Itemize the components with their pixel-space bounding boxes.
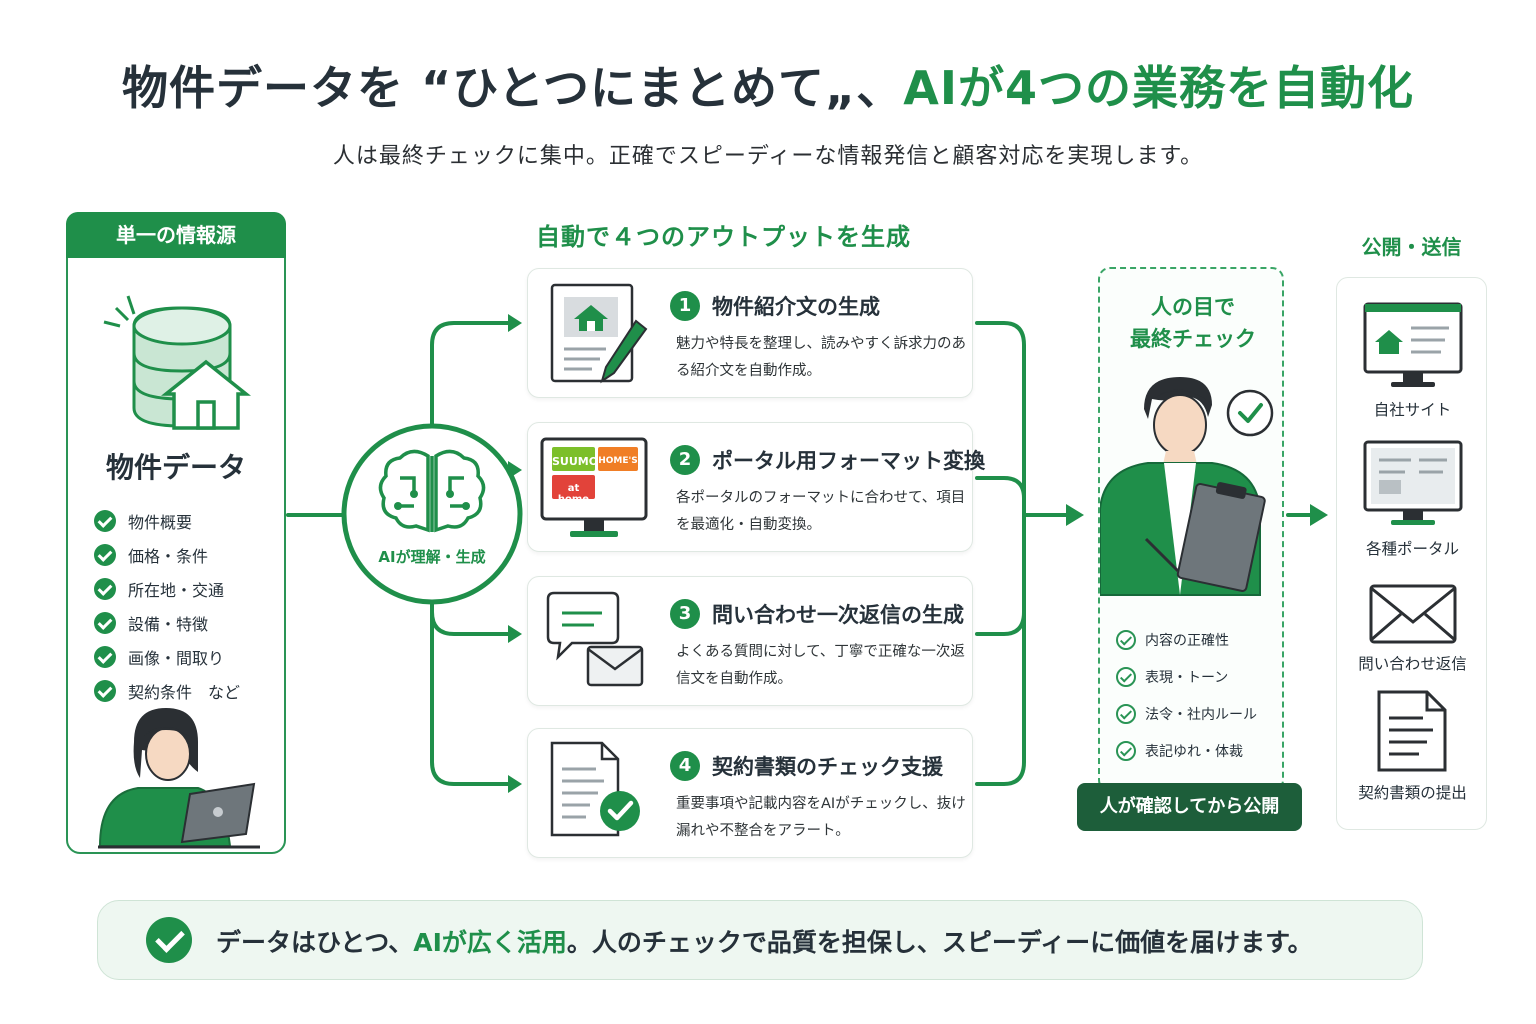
summary-part3: 。人のチェックで品質を担保し、スピーディーに価値を届けます。 <box>566 928 1313 957</box>
card-description: 各ポータルのフォーマットに合わせて、項目を最適化・自動変換。 <box>676 490 966 533</box>
card-title: 契約書類のチェック支援 <box>712 755 943 779</box>
summary-text: データはひとつ、AIが広く活用。人のチェックで品質を担保し、スピーディーに価値を… <box>216 923 1313 959</box>
chat-mail-icon <box>546 591 644 687</box>
athome-logo: at home <box>557 483 590 505</box>
check-point-list: 内容の正確性 表現・トーン 法令・社内ルール 表記ゆれ・体裁 <box>1116 621 1257 769</box>
list-item: 物件概要 <box>94 504 240 538</box>
website-monitor-icon <box>1363 302 1463 387</box>
outputs-heading: 自動で４つのアウトプットを生成 <box>536 223 911 251</box>
step-number: 2 <box>670 445 700 475</box>
confirm-publish-badge: 人が確認してから公開 <box>1077 783 1302 831</box>
card-title: ポータル用フォーマット変換 <box>712 449 985 473</box>
step-number: 3 <box>670 599 700 629</box>
list-item: 表記ゆれ・体裁 <box>1116 732 1257 769</box>
source-title: 物件データ <box>105 451 246 484</box>
human-check-title: 人の目で最終チェック <box>1100 291 1286 355</box>
page-title: 物件データを “ひとつにまとめて„、AIが4つの業務を自動化 <box>0 52 1536 118</box>
item-label: 内容の正確性 <box>1145 632 1229 649</box>
list-item: 契約条件 など <box>94 674 240 708</box>
item-label: 契約条件 など <box>128 683 241 702</box>
output-card-4: 4 契約書類のチェック支援 重要事項や記載内容をAIがチェックし、抜け漏れや不整… <box>527 728 973 858</box>
list-item: 所在地・交通 <box>94 572 240 606</box>
source-heading: 単一の情報源 <box>66 212 286 258</box>
item-label: 設備・特徴 <box>128 615 209 634</box>
check-icon <box>94 612 116 634</box>
source-item-list: 物件概要 価格・条件 所在地・交通 設備・特徴 画像・間取り 契約条件 など <box>94 504 240 708</box>
suumo-logo: SUUMO <box>552 455 599 468</box>
publish-item-label: 自社サイト <box>1373 401 1452 419</box>
list-item: 画像・間取り <box>94 640 240 674</box>
ai-label: AIが理解・生成 <box>378 548 486 566</box>
step-number: 4 <box>670 751 700 781</box>
item-label: 所在地・交通 <box>128 581 225 600</box>
card-description: 魅力や特長を整理し、読みやすく訴求力のある紹介文を自動作成。 <box>676 336 966 379</box>
list-item: 法令・社内ルール <box>1116 695 1257 732</box>
publish-item-label: 契約書類の提出 <box>1358 784 1467 802</box>
card-description: 重要事項や記載内容をAIがチェックし、抜け漏れや不整合をアラート。 <box>676 796 966 839</box>
man-clipboard-illustration <box>1100 377 1274 596</box>
step-number: 1 <box>670 291 700 321</box>
summary-highlight: AIが広く活用 <box>413 928 567 957</box>
source-panel: 単一の情報源 物件データ 物件概要 価格・条件 所在地・交通 設備・特徴 画像・… <box>66 212 286 854</box>
output-card-2: SUUMO HOME'S at home 2 ポータル用フォーマット変換 各ポー… <box>527 422 985 552</box>
card-title: 物件紹介文の生成 <box>712 295 880 319</box>
item-label: 物件概要 <box>128 513 193 532</box>
output-card-3: 3 問い合わせ一次返信の生成 よくある質問に対して、丁寧で正確な一次返信文を自動… <box>527 576 973 706</box>
item-label: 表記ゆれ・体裁 <box>1145 743 1243 760</box>
check-icon <box>94 578 116 600</box>
page-subtitle: 人は最終チェックに集中。正確でスピーディーな情報発信と顧客対応を実現します。 <box>332 144 1204 169</box>
item-label: 画像・間取り <box>128 649 225 668</box>
output-card-1: 1 物件紹介文の生成 魅力や特長を整理し、読みやすく訴求力のある紹介文を自動作成… <box>527 268 973 398</box>
check-circle-icon <box>1116 703 1136 724</box>
document-check-icon <box>550 741 640 837</box>
publish-item-label: 各種ポータル <box>1365 540 1459 558</box>
check-icon <box>94 510 116 532</box>
card-description: よくある質問に対して、丁寧で正確な一次返信文を自動作成。 <box>676 644 965 687</box>
check-circle-icon <box>1116 740 1136 761</box>
contract-document-icon <box>1377 690 1447 772</box>
list-item: 内容の正確性 <box>1116 621 1257 658</box>
check-icon <box>146 917 192 963</box>
human-check-title-line-2: 最終チェック <box>1130 327 1256 351</box>
envelope-icon <box>1369 584 1457 644</box>
portal-monitor-icon <box>540 437 648 537</box>
database-house-icon <box>103 295 251 430</box>
publish-item-label: 問い合わせ返信 <box>1358 655 1467 673</box>
list-item: 表現・トーン <box>1116 658 1257 695</box>
list-item: 価格・条件 <box>94 538 240 572</box>
human-check-title-line-1: 人の目で <box>1151 295 1235 319</box>
check-icon <box>94 646 116 668</box>
human-check-panel: 人の目で最終チェック 内容の正確性 表現・トーン 法令・社内ルール 表記ゆれ・体… <box>1098 267 1284 792</box>
card-title: 問い合わせ一次返信の生成 <box>712 603 964 627</box>
title-part1: 物件データを “ひとつにまとめて„、 <box>122 61 904 115</box>
title-part2: AIが4つの業務を自動化 <box>903 61 1414 115</box>
summary-banner: データはひとつ、AIが広く活用。人のチェックで品質を担保し、スピーディーに価値を… <box>97 900 1423 980</box>
check-circle-icon <box>1116 629 1136 650</box>
publish-panel: 自社サイト 各種ポータル 問い合わせ返信 契約書類の提出 <box>1336 277 1487 830</box>
item-label: 価格・条件 <box>128 547 209 566</box>
check-icon <box>94 544 116 566</box>
item-label: 法令・社内ルール <box>1145 706 1257 723</box>
publish-heading: 公開・送信 <box>1361 235 1462 259</box>
ai-brain-node <box>341 423 523 605</box>
document-pen-icon <box>550 283 648 384</box>
item-label: 表現・トーン <box>1145 669 1229 686</box>
portal-monitor-icon <box>1363 440 1463 525</box>
summary-part1: データはひとつ、 <box>216 928 414 957</box>
woman-laptop-illustration <box>98 708 260 849</box>
check-circle-icon <box>1116 666 1136 687</box>
list-item: 設備・特徴 <box>94 606 240 640</box>
check-icon <box>94 680 116 702</box>
homes-logo: HOME'S <box>598 456 638 466</box>
